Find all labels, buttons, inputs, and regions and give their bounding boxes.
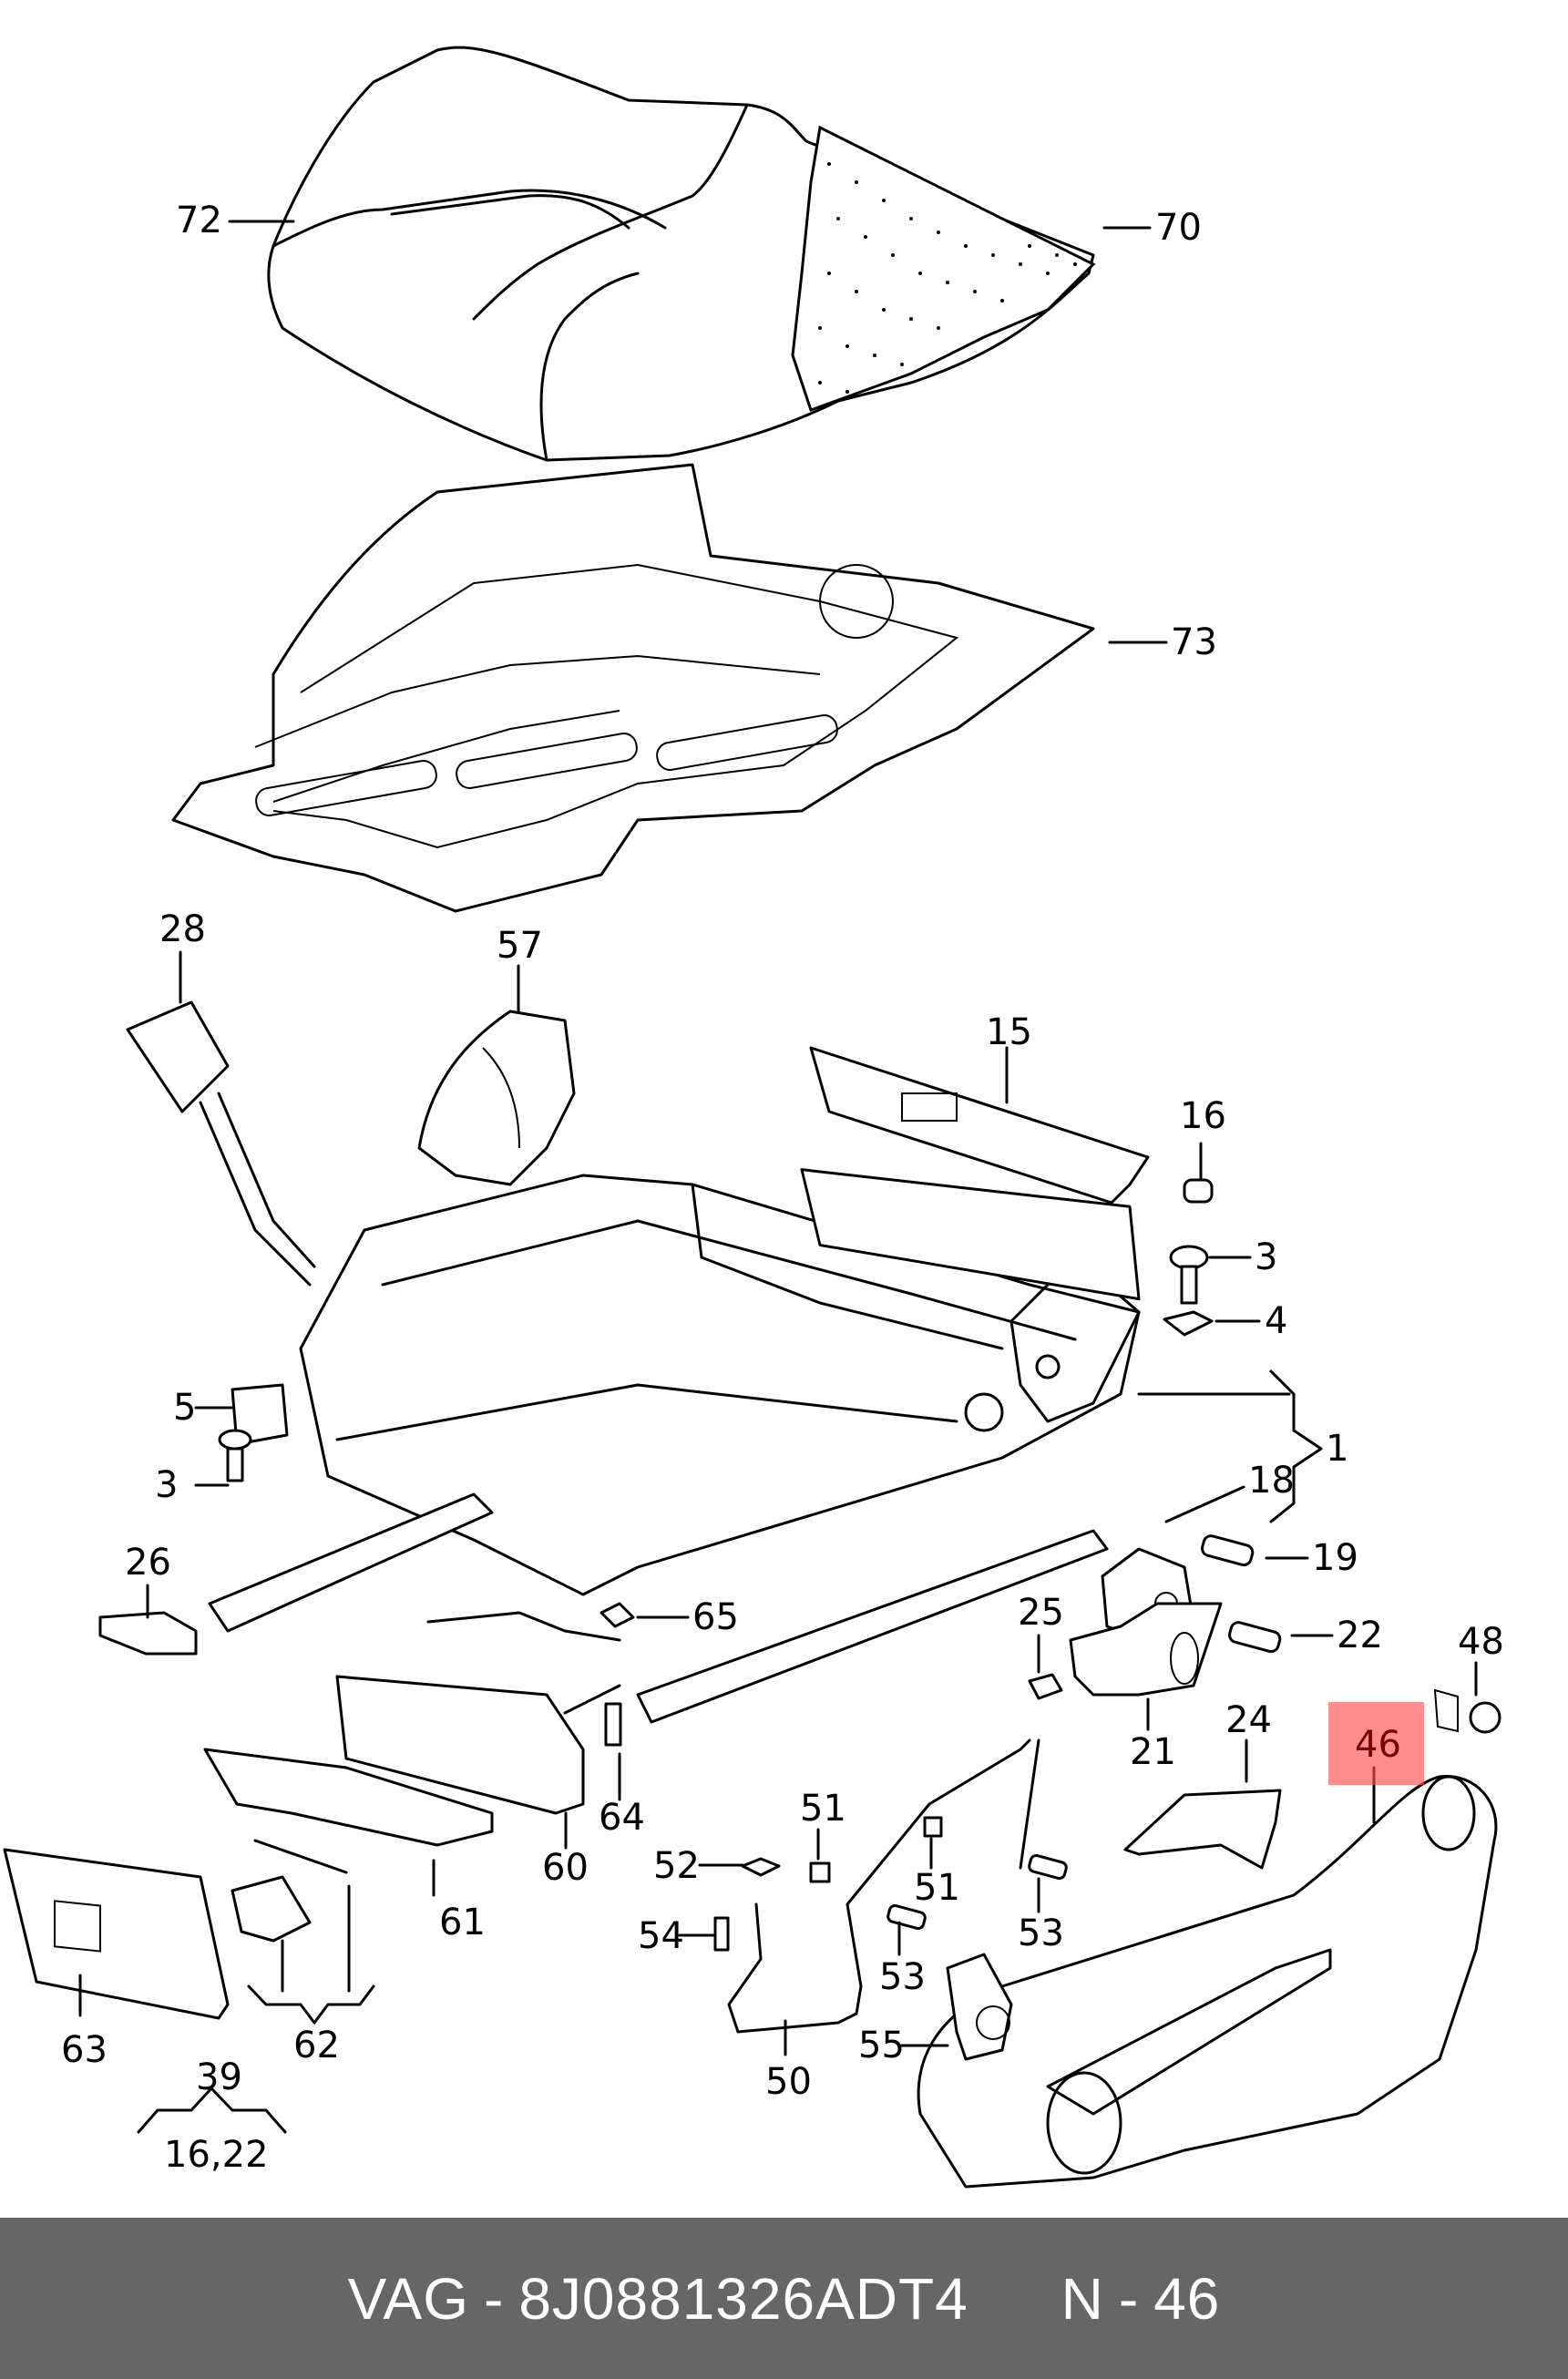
callout-54: 54	[638, 1915, 684, 1957]
clip-25	[1028, 1673, 1063, 1700]
clip-48	[1433, 1688, 1501, 1734]
callout-72: 72	[176, 200, 222, 241]
trim-63	[3, 1848, 230, 2020]
callout-26: 26	[125, 1542, 171, 1584]
callout-3-upper: 3	[1255, 1236, 1278, 1278]
handle-62	[231, 1839, 348, 1943]
bolt-3-lower	[218, 1429, 252, 1482]
seat-cushion-part	[267, 46, 1096, 462]
callout-53-right: 53	[1018, 1912, 1064, 1954]
callout-24: 24	[1225, 1699, 1272, 1741]
bracket-21	[1069, 1602, 1223, 1697]
brand-label: VAG	[347, 2265, 470, 2332]
bolt-22	[1228, 1621, 1282, 1654]
side-trim-46	[917, 1775, 1498, 2189]
bolts-53	[886, 1853, 1068, 1931]
callout-48: 48	[1458, 1621, 1504, 1663]
bolt-19	[1201, 1534, 1255, 1567]
brand-separator: -	[484, 2265, 505, 2332]
callout-1: 1	[1326, 1428, 1349, 1470]
heater-mat-part	[171, 463, 1095, 913]
callout-65: 65	[692, 1596, 739, 1638]
lever-24	[1123, 1789, 1282, 1870]
bolt-64	[604, 1702, 622, 1747]
washer-4	[1163, 1310, 1214, 1337]
callout-60: 60	[542, 1847, 589, 1889]
callout-22: 22	[1337, 1615, 1383, 1656]
callout-46: 46	[1355, 1724, 1401, 1766]
nut-51	[809, 1816, 943, 1883]
callout-51-right: 51	[914, 1867, 960, 1909]
callout-52: 52	[653, 1845, 700, 1887]
callout-5: 5	[173, 1387, 197, 1429]
callout-62: 62	[293, 2025, 340, 2066]
callout-39: 39	[196, 2056, 242, 2098]
callout-15: 15	[986, 1011, 1032, 1053]
bolt-16	[1183, 1178, 1214, 1204]
cover-26	[98, 1611, 198, 1656]
clip-5	[231, 1383, 289, 1446]
position-prefix: N	[1061, 2265, 1104, 2332]
position-number: 46	[1153, 2265, 1221, 2332]
callout-70: 70	[1155, 207, 1202, 249]
bracket-50	[727, 1738, 1040, 2034]
callout-53-left: 53	[879, 1956, 926, 1998]
bolt-54	[713, 1916, 730, 1952]
callout-16: 16	[1180, 1095, 1226, 1137]
parts-diagram	[3, 46, 1501, 2189]
leader-lines	[78, 220, 1478, 2134]
callout-19: 19	[1312, 1537, 1358, 1579]
callout-3-lower: 3	[155, 1464, 179, 1506]
callout-57: 57	[497, 925, 543, 967]
callout-51-left: 51	[800, 1788, 846, 1830]
seat-belt-buckle-part	[126, 1000, 316, 1287]
callout-63: 63	[61, 2029, 108, 2071]
motor-55	[946, 1953, 1013, 2061]
nut-65	[600, 1602, 635, 1628]
callout-4: 4	[1265, 1300, 1288, 1342]
callout-73: 73	[1171, 621, 1217, 663]
seat-frame-part	[208, 1168, 1141, 1724]
position-separator: -	[1118, 2265, 1140, 2332]
cover-60	[335, 1611, 621, 1815]
part-info-banner: VAG - 8J0881326ADT4 N - 46	[0, 2218, 1568, 2379]
nut-52	[741, 1857, 781, 1877]
callout-18: 18	[1248, 1460, 1295, 1502]
trim-57-part	[417, 1010, 576, 1186]
highlight-box	[1328, 1702, 1424, 1785]
callout-55: 55	[858, 2025, 905, 2066]
callout-21: 21	[1130, 1731, 1176, 1773]
bolt-3-upper	[1169, 1245, 1209, 1305]
trim-15-part	[809, 1046, 1150, 1205]
callout-50: 50	[765, 2061, 812, 2103]
trim-61	[203, 1748, 494, 1847]
callout-64: 64	[599, 1797, 645, 1839]
callout-25: 25	[1018, 1592, 1064, 1634]
callout-28: 28	[159, 908, 206, 950]
part-number: 8J0881326ADT4	[518, 2265, 968, 2332]
callout-61: 61	[439, 1902, 486, 1943]
callout-16-22: 16,22	[164, 2134, 269, 2176]
